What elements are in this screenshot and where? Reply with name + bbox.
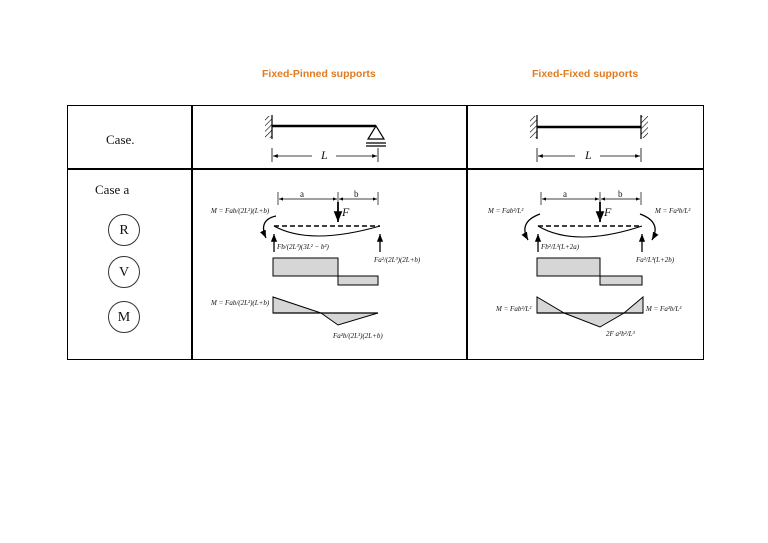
shear-diagram-fill [273, 258, 378, 285]
moment-under-load-formula: 2F a²b²/L³ [606, 330, 636, 338]
right-reaction-formula: Fa²/(2L³)(2L+b) [373, 256, 421, 264]
case-header-label: Case. [106, 132, 135, 147]
fixed-fixed-header: Fixed-Fixed supports [532, 68, 639, 80]
deflected-beam-curve [537, 225, 643, 238]
fixed-pinned-header: Fixed-Pinned supports [262, 68, 376, 80]
moment-row-marker: M [108, 301, 140, 333]
row-divider [68, 168, 703, 170]
left-reaction-formula: Fb/(2L³)(3L² − b²) [276, 243, 330, 251]
dimension-b-label: b [354, 189, 359, 199]
dimension-b-label: b [618, 189, 623, 199]
shear-row-marker: V [108, 256, 140, 288]
right-end-moment-formula: M = Fa²b/L² [654, 207, 691, 215]
fixed-pinned-case-a: a b F M = Fab/(2L²)(L+b) Fb/(2L³)(3L² − … [210, 189, 421, 340]
left-reaction-formula: Fb²/L³(L+2a) [540, 243, 580, 251]
fixed-fixed-case-beam: L [530, 115, 648, 162]
right-fixed-wall-support [641, 116, 648, 138]
moment-sagging-region [319, 312, 379, 326]
pin-support-icon [366, 124, 386, 140]
fixed-pinned-case-beam: L [265, 115, 386, 162]
moment-under-load-formula: Fa²b/(2L³)(2L+b) [332, 332, 383, 340]
left-fixed-wall-support [530, 116, 537, 138]
fixed-end-moment-formula: M = Fab/(2L²)(L+b) [210, 207, 270, 215]
reaction-row-marker: R [108, 214, 140, 246]
shear-positive-region [272, 257, 339, 277]
span-label: L [320, 148, 328, 162]
left-end-moment-formula: M = Fab²/L² [487, 207, 524, 215]
beam-cases-table: Case. Case a R V M [67, 105, 704, 360]
shear-negative-region [599, 275, 643, 286]
dimension-a-label: a [563, 189, 567, 199]
moment-sagging-region [563, 312, 626, 328]
fixed-fixed-case-a: a b F M = Fab²/L² M = Fa²b/L² Fb²/L³(L+2… [487, 189, 691, 338]
deflected-beam-curve [273, 225, 381, 237]
shear-negative-region [337, 275, 379, 286]
column-divider-2 [466, 106, 468, 359]
dimension-a-label: a [300, 189, 304, 199]
span-label: L [584, 148, 592, 162]
moment-left-formula: M = Fab²/L² [495, 305, 532, 313]
moment-hogging-region [272, 296, 322, 314]
force-label: F [603, 205, 612, 219]
right-reaction-formula: Fa²/L³(L+2b) [635, 256, 675, 264]
fixed-wall-support [265, 116, 272, 138]
column-divider-1 [191, 106, 193, 359]
fixed-end-moment-arrow [259, 215, 277, 239]
left-end-moment-arrow [521, 213, 541, 241]
moment-right-hogging-region [622, 295, 644, 314]
moment-left-formula: M = Fab/(2L²)(L+b) [210, 299, 270, 307]
moment-left-hogging-region [536, 296, 566, 314]
right-end-moment-arrow [639, 213, 659, 241]
force-label: F [341, 205, 350, 219]
shear-positive-region [536, 257, 601, 277]
moment-right-formula: M = Fa²b/L² [645, 305, 682, 313]
shear-diagram-fill [537, 258, 642, 285]
case-a-label: Case a [95, 182, 130, 197]
